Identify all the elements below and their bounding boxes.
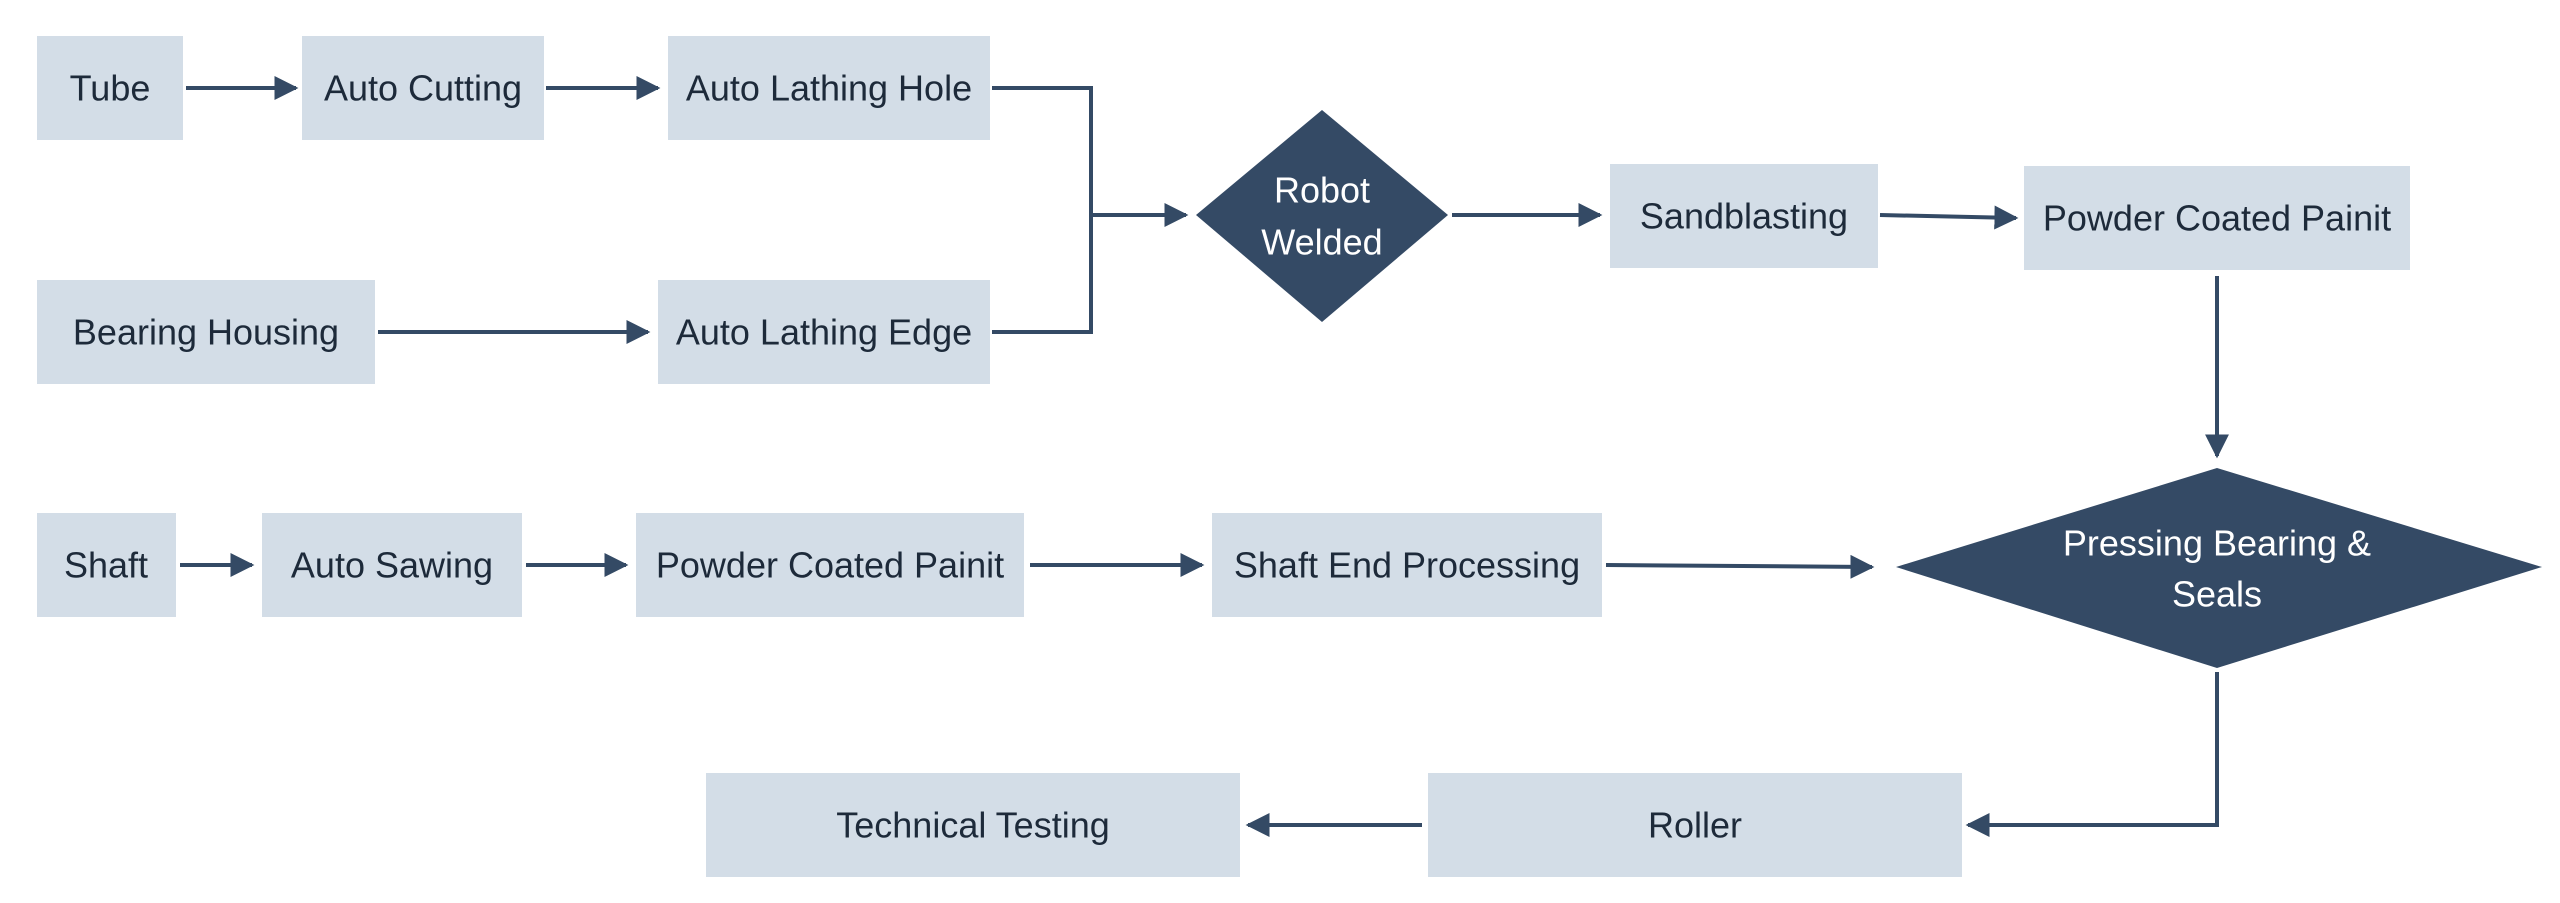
node-powder-coated-painit-shaft: Powder Coated Painit <box>636 513 1024 617</box>
node-bearing-housing-label: Bearing Housing <box>73 312 339 353</box>
node-tube: Tube <box>37 36 183 140</box>
node-shaft-end-processing-label: Shaft End Processing <box>1234 545 1580 586</box>
edge-pressing-bearing-to-roller <box>1965 672 2219 837</box>
node-auto-lathing-edge-label: Auto Lathing Edge <box>676 312 972 353</box>
node-powder-coated-painit-top: Powder Coated Painit <box>2024 166 2410 270</box>
node-roller-label: Roller <box>1648 805 1742 846</box>
edge-shaft-end-processing-to-pressing-bearing <box>1605 554 1875 579</box>
node-sandblasting-label: Sandblasting <box>1640 196 1848 237</box>
node-tube-label: Tube <box>70 68 151 109</box>
node-sandblasting: Sandblasting <box>1610 164 1878 268</box>
node-auto-sawing-label: Auto Sawing <box>291 545 493 586</box>
node-pressing-bearing-seals-label-line-2: Seals <box>2172 574 2262 615</box>
node-auto-lathing-hole-label: Auto Lathing Hole <box>686 68 972 109</box>
node-shaft-label: Shaft <box>64 545 148 586</box>
node-technical-testing: Technical Testing <box>706 773 1240 877</box>
edges <box>180 76 2229 837</box>
node-auto-lathing-hole: Auto Lathing Hole <box>668 36 990 140</box>
node-auto-cutting: Auto Cutting <box>302 36 544 140</box>
edge-auto-lathing-edge-to-merge <box>992 215 1093 334</box>
node-shaft-end-processing: Shaft End Processing <box>1212 513 1602 617</box>
edge-auto-lathing-hole-to-merge <box>992 86 1093 215</box>
node-robot-welded-label-line-2: Welded <box>1261 222 1382 263</box>
node-auto-lathing-edge: Auto Lathing Edge <box>658 280 990 384</box>
node-auto-cutting-label: Auto Cutting <box>324 68 522 109</box>
node-powder-coated-painit-shaft-label: Powder Coated Painit <box>656 545 1004 586</box>
node-pressing-bearing-seals-label-line-1: Pressing Bearing & <box>2063 523 2371 564</box>
node-pressing-bearing-seals: Pressing Bearing & Seals <box>1896 468 2542 668</box>
node-robot-welded-label-line-1: Robot <box>1274 170 1370 211</box>
node-powder-coated-painit-top-label: Powder Coated Painit <box>2043 198 2391 239</box>
node-robot-welded: Robot Welded <box>1196 110 1448 322</box>
node-auto-sawing: Auto Sawing <box>262 513 522 617</box>
node-roller: Roller <box>1428 773 1962 877</box>
edge-sandblasting-to-powder-coated-painit <box>1879 205 2019 230</box>
node-technical-testing-label: Technical Testing <box>836 805 1110 846</box>
node-bearing-housing: Bearing Housing <box>37 280 375 384</box>
node-shaft: Shaft <box>37 513 176 617</box>
